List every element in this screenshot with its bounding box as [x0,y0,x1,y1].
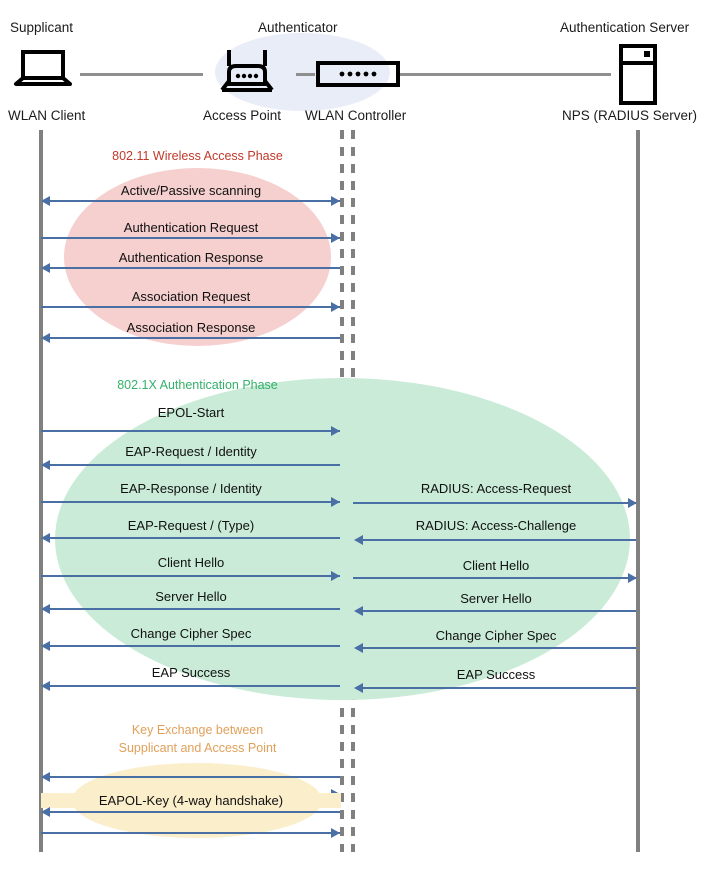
message-label-eap-response-identity: EAP-Response / Identity [120,481,262,496]
arrow-head-radius-access-request [628,498,637,508]
actor-device-access-point: Access Point [203,108,282,123]
arrow-head-authentication-request [331,233,340,243]
actor-role-authentication-server: Authentication Server [560,20,690,35]
arrow-head-eapol-key-4 [331,828,340,838]
actor-device-nps-radius-server: NPS (RADIUS Server) [562,108,698,123]
message-line-authentication-response [44,267,340,269]
message-label-client-hello-left: Client Hello [157,555,225,570]
message-line-association-response [44,337,340,339]
phase-ellipse-wireless-access [64,168,331,346]
message-line-association-request [41,306,340,308]
message-label-association-response: Association Response [126,320,256,335]
arrow-head-change-cipher-spec-right [354,643,363,653]
actor-role-supplicant: Supplicant [10,20,74,35]
connector-client-to-ap [80,73,203,76]
arrow-head-authentication-response [41,263,50,273]
message-line-client-hello-right [353,577,636,579]
message-line-change-cipher-spec-left [44,645,340,647]
lifeline-supplicant [39,130,43,852]
arrow-head-eapol-key-3 [41,807,50,817]
actor-device-wlan-client: WLAN Client [8,108,86,123]
arrow-head-active-passive-scanning-right [331,196,340,206]
message-line-eap-success-left [44,685,340,687]
arrow-head-eap-request-type [41,533,50,543]
message-label-eap-success-right: EAP Success [456,667,536,682]
arrow-head-association-request [331,302,340,312]
connector-controller-to-server [399,73,611,76]
arrow-head-eap-request-identity [41,460,50,470]
message-label-eapol-key-4-way-handshake: EAPOL-Key (4-way handshake) [41,793,341,808]
message-line-active-passive-scanning [44,200,340,202]
arrow-head-server-hello-right [354,606,363,616]
arrow-head-eap-success-right [354,683,363,693]
arrow-head-server-hello-left [41,604,50,614]
actor-role-authenticator: Authenticator [258,20,338,35]
arrow-head-association-response [41,333,50,343]
message-label-eap-request-identity: EAP-Request / Identity [125,444,257,459]
message-line-eapol-key-1 [44,776,340,778]
phase-title-dot1x-authentication: 802.1X Authentication Phase [117,378,278,392]
message-label-epol-start: EPOL-Start [157,405,225,420]
message-label-server-hello-left: Server Hello [155,589,227,604]
message-label-radius-access-challenge: RADIUS: Access-Challenge [415,518,577,533]
message-label-change-cipher-spec-right: Change Cipher Spec [435,628,557,643]
message-line-authentication-request [41,237,340,239]
arrow-head-eap-success-left [41,681,50,691]
message-line-eapol-key-3 [44,811,340,813]
access-point-icon [216,48,278,94]
message-label-eap-success-left: EAP Success [151,665,231,680]
laptop-icon [12,50,74,92]
message-line-server-hello-left [44,608,340,610]
phase-title-key-exchange: Key Exchange between Supplicant and Acce… [118,723,277,755]
message-line-eap-request-type [44,537,340,539]
message-label-server-hello-right: Server Hello [460,591,532,606]
authenticator-halo [215,33,390,111]
message-label-client-hello-right: Client Hello [462,558,530,573]
arrow-head-client-hello-left [331,571,340,581]
message-label-radius-access-request: RADIUS: Access-Request [420,481,572,496]
message-line-epol-start [41,430,340,432]
phase-title-wireless-access: 802.11 Wireless Access Phase [112,149,283,163]
connector-ap-to-controller [296,73,315,76]
message-label-change-cipher-spec-left: Change Cipher Spec [130,626,252,641]
arrow-head-eapol-key-1 [41,772,50,782]
message-line-eap-response-identity [41,501,340,503]
arrow-head-client-hello-right [628,573,637,583]
message-line-change-cipher-spec-right [357,647,636,649]
arrow-head-radius-access-challenge [354,535,363,545]
message-line-radius-access-request [353,502,636,504]
message-line-client-hello-left [41,575,340,577]
message-line-radius-access-challenge [357,539,636,541]
message-label-active-passive-scanning: Active/Passive scanning [120,183,262,198]
message-line-server-hello-right [357,610,636,612]
arrow-head-change-cipher-spec-left [41,641,50,651]
message-label-association-request: Association Request [131,289,251,304]
message-line-eap-request-identity [44,464,340,466]
actor-device-wlan-controller: WLAN Controller [305,108,407,123]
message-label-authentication-request: Authentication Request [123,220,259,235]
wlan-controller-icon [316,61,400,87]
arrow-head-eap-response-identity [331,497,340,507]
message-label-eap-request-type: EAP-Request / (Type) [127,518,255,533]
lifeline-authentication-server [636,130,640,852]
message-line-eap-success-right [357,687,636,689]
arrow-head-active-passive-scanning-left [41,196,50,206]
message-label-authentication-response: Authentication Response [118,250,264,265]
arrow-head-epol-start [331,426,340,436]
message-line-eapol-key-4 [41,832,340,834]
server-icon [618,44,658,106]
